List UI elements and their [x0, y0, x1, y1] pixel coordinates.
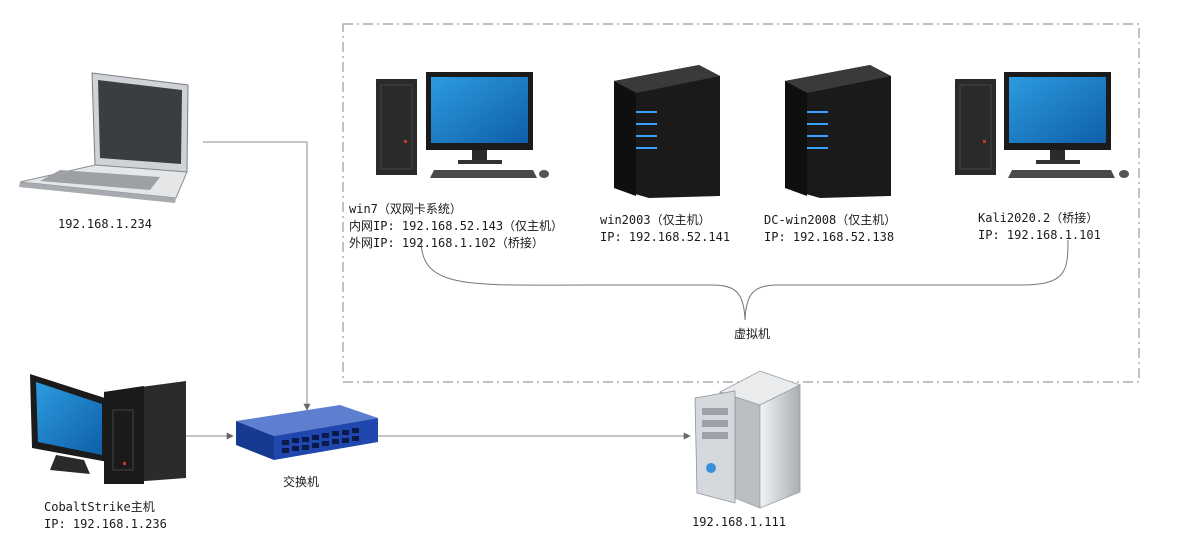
- win7-internal-ip: 内网IP: 192.168.52.143（仅主机）: [349, 219, 564, 233]
- laptop-ip: 192.168.1.234: [58, 217, 152, 231]
- win2003-server-icon: [614, 65, 720, 198]
- cobalt-title: CobaltStrike主机: [44, 500, 155, 514]
- win7-external-ip: 外网IP: 192.168.1.102（桥接）: [349, 236, 544, 250]
- cobalt-label: CobaltStrike主机 IP: 192.168.1.236: [44, 499, 167, 533]
- win2003-title: win2003（仅主机）: [600, 213, 711, 227]
- server-ip: 192.168.1.111: [692, 515, 786, 529]
- server-label: 192.168.1.111: [692, 514, 786, 531]
- cobaltstrike-desktop-icon: [30, 374, 186, 484]
- laptop-icon: [19, 72, 189, 203]
- win7-label: win7（双网卡系统） 内网IP: 192.168.52.143（仅主机） 外网…: [349, 201, 563, 252]
- dc-title: DC-win2008（仅主机）: [764, 213, 897, 227]
- laptop-label: 192.168.1.234: [58, 216, 152, 233]
- kali-ip: IP: 192.168.1.101: [978, 228, 1101, 242]
- vm-group-border: [342, 23, 1140, 383]
- dc-ip: IP: 192.168.52.138: [764, 230, 895, 244]
- vm-group-label: 虚拟机: [734, 327, 771, 341]
- dc-server-icon: [785, 65, 891, 198]
- vm-group-brace: [420, 239, 1069, 321]
- win7-title: win7（双网卡系统）: [349, 202, 462, 216]
- connectors: [186, 141, 691, 440]
- win2003-ip: IP: 192.168.52.141: [600, 230, 731, 244]
- kali-label: Kali2020.2（桥接） IP: 192.168.1.101: [978, 210, 1101, 244]
- win2003-label: win2003（仅主机） IP: 192.168.52.141: [600, 212, 730, 246]
- dc-label: DC-win2008（仅主机） IP: 192.168.52.138: [764, 212, 896, 246]
- kali-desktop-icon: [955, 72, 1129, 178]
- cobalt-ip: IP: 192.168.1.236: [44, 517, 167, 531]
- switch-label: 交换机: [283, 475, 320, 489]
- server-icon: [694, 370, 802, 509]
- switch-icon: [236, 405, 378, 460]
- kali-title: Kali2020.2（桥接）: [978, 211, 1099, 225]
- win7-desktop-icon: [376, 72, 549, 178]
- laptop-to-switch-line: [203, 141, 311, 411]
